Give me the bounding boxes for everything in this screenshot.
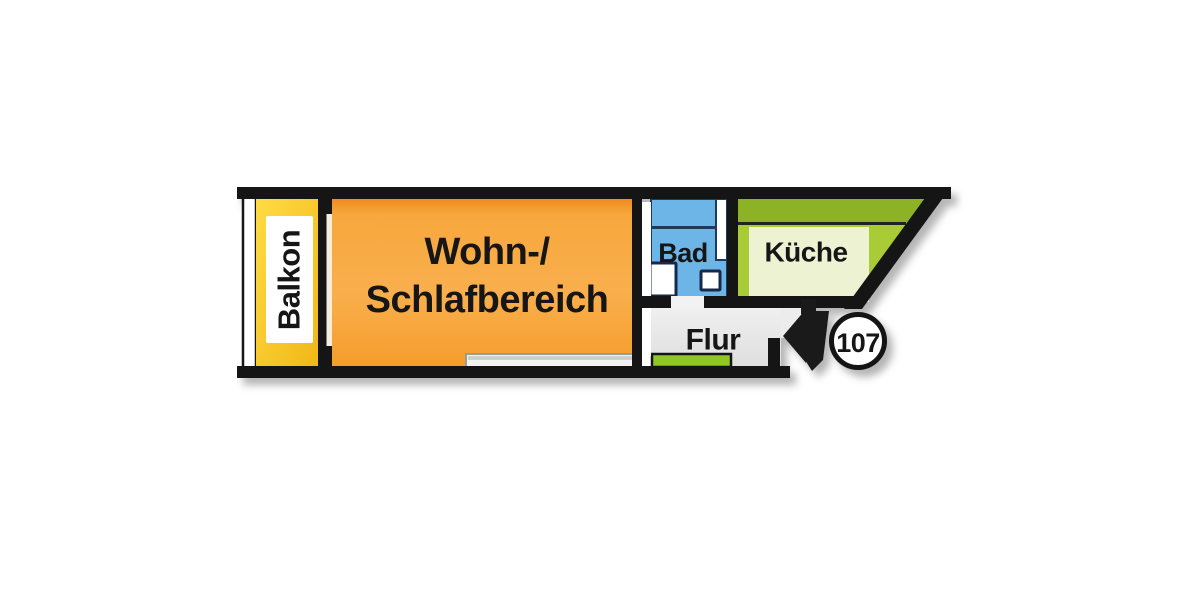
bath-label: Bad (658, 238, 708, 268)
wall-top (237, 187, 951, 199)
wall-living-bath (632, 199, 642, 368)
kitchen-label: Küche (764, 237, 847, 268)
balcony-railing (241, 191, 258, 372)
unit-number-label: 107 (836, 328, 880, 358)
room-living (332, 199, 632, 367)
balcony-door (326, 214, 332, 346)
balcony-label-box (266, 216, 313, 343)
kitchen-floor-panel (749, 227, 869, 302)
entry-arrow-head (783, 309, 806, 363)
bath-door-opening (671, 296, 704, 308)
unit-number-badge (829, 312, 887, 370)
bath-toilet-fixture (699, 269, 722, 292)
wall-hall-right-stub (768, 338, 780, 372)
kitchen-counter-edge (738, 222, 906, 225)
bath-kitchen-door (715, 198, 728, 261)
entry-arrow-icon (783, 299, 829, 371)
wall-bath-kitchen (727, 199, 738, 299)
wall-hall-top (632, 296, 855, 308)
wall-bottom (237, 366, 790, 378)
wall-diagonal (844, 187, 951, 309)
window-sill-shading (468, 356, 635, 360)
window-sill (465, 353, 638, 368)
entry-arrow-shaft (805, 311, 829, 371)
living-label-line1: Wohn-/ (424, 231, 550, 273)
balcony-label: Balkon (272, 230, 307, 330)
floor-plan: 107 Balkon Wohn-/ Schlafbereich Bad Küch… (237, 187, 951, 378)
living-label-line2: Schlafbereich (366, 279, 609, 321)
entry-arrow-stem (801, 299, 816, 314)
hall-label: Flur (686, 324, 741, 357)
kitchen-counter-band (738, 199, 925, 224)
living-hall-door (642, 202, 651, 356)
